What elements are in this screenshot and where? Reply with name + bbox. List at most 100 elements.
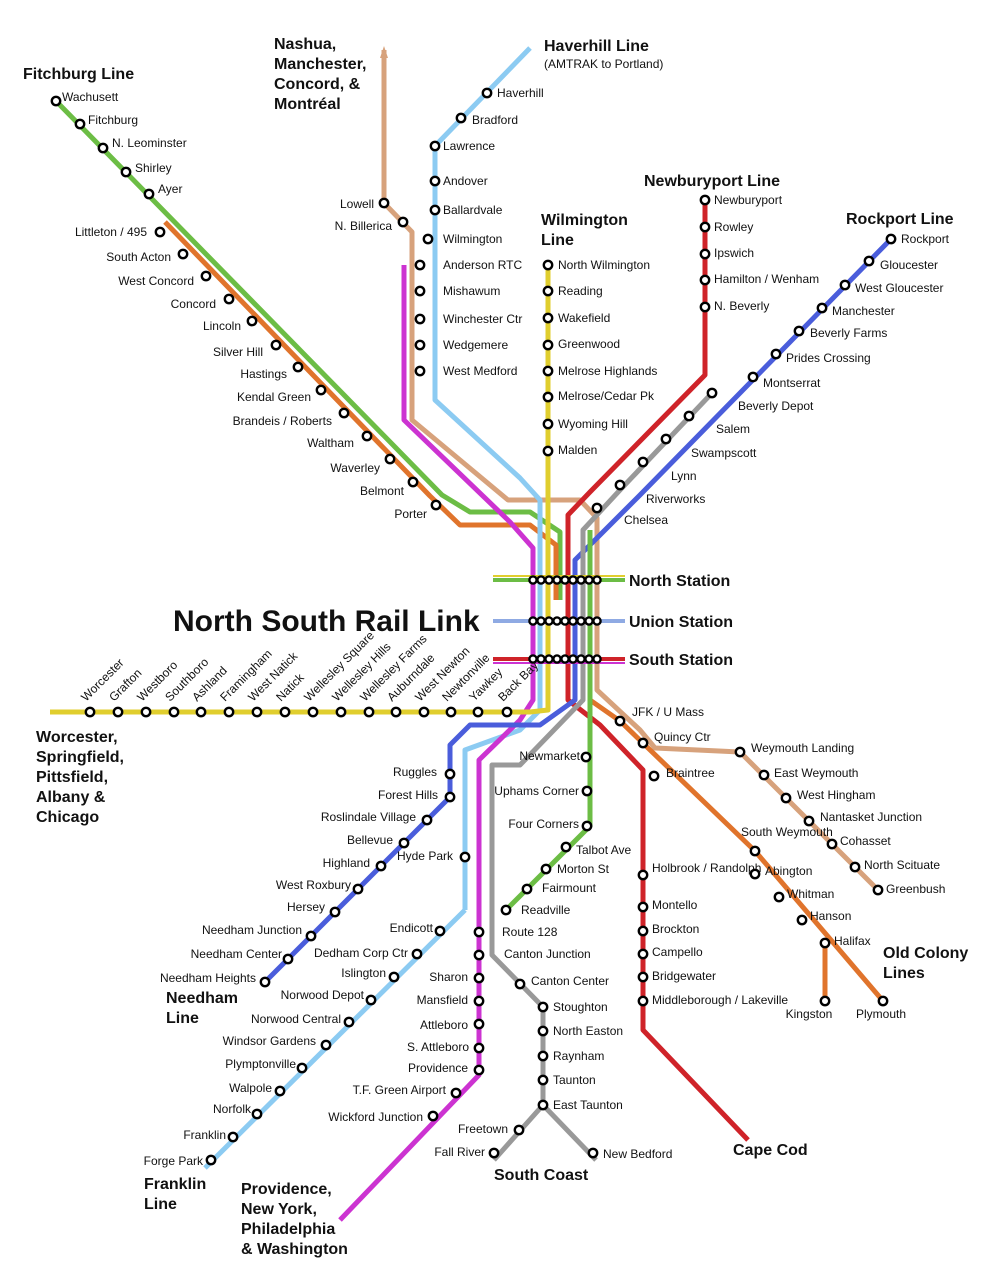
station-rowley[interactable] [699, 221, 711, 233]
station-west-natick[interactable] [251, 706, 263, 718]
station-silver-hill[interactable] [270, 339, 282, 351]
station-yawkey[interactable] [472, 706, 484, 718]
station-rockport[interactable] [885, 233, 897, 245]
south-station-platform-4[interactable] [560, 654, 570, 664]
station-melrose-cedar-pk[interactable] [542, 391, 554, 403]
station-ipswich[interactable] [699, 248, 711, 260]
union-station-platform-3[interactable] [552, 616, 562, 626]
old-colony-line-track[interactable] [588, 697, 885, 1003]
station-talbot-ave[interactable] [560, 841, 572, 853]
station-west-roxbury[interactable] [352, 883, 364, 895]
station-west-newton[interactable] [418, 706, 430, 718]
station-sharon[interactable] [473, 972, 485, 984]
station-chelsea[interactable] [591, 502, 603, 514]
station-mansfield[interactable] [473, 995, 485, 1007]
station-north-scituate[interactable] [849, 861, 861, 873]
station-bridgewater[interactable] [637, 971, 649, 983]
station-franklin[interactable] [227, 1131, 239, 1143]
station-t-f-green-airport[interactable] [450, 1087, 462, 1099]
station-norwood-depot[interactable] [365, 994, 377, 1006]
station-n-beverly[interactable] [699, 301, 711, 313]
station-ashland[interactable] [195, 706, 207, 718]
station-bradford[interactable] [455, 112, 467, 124]
station-beverly-farms[interactable] [793, 325, 805, 337]
station-readville[interactable] [500, 904, 512, 916]
station-hamilton-wenham[interactable] [699, 274, 711, 286]
station-swampscott[interactable] [660, 433, 672, 445]
north-station-platform-2[interactable] [544, 575, 554, 585]
station-hanson[interactable] [796, 914, 808, 926]
station-weymouth-landing[interactable] [734, 746, 746, 758]
station-nantasket-junction[interactable] [803, 815, 815, 827]
station-wellesley-square[interactable] [307, 706, 319, 718]
station-reading[interactable] [542, 285, 554, 297]
station-gloucester[interactable] [863, 255, 875, 267]
station-waverley[interactable] [384, 453, 396, 465]
north-station-platform-4[interactable] [560, 575, 570, 585]
station-west-gloucester[interactable] [839, 279, 851, 291]
station-plymptonville[interactable] [296, 1062, 308, 1074]
station-anderson-rtc[interactable] [414, 259, 426, 271]
station-wellesley-hills[interactable] [335, 706, 347, 718]
station-canton-center[interactable] [514, 978, 526, 990]
station-wakefield[interactable] [542, 312, 554, 324]
station-grafton[interactable] [112, 706, 124, 718]
framingham-parallel-track[interactable] [163, 220, 559, 600]
station-littleton-495[interactable] [154, 226, 166, 238]
station-lynn[interactable] [637, 456, 649, 468]
station-abington[interactable] [749, 868, 761, 880]
station-roslindale-village[interactable] [421, 814, 433, 826]
station-quincy-ctr[interactable] [637, 737, 649, 749]
union-station-platform-5[interactable] [568, 616, 578, 626]
station-concord[interactable] [223, 293, 235, 305]
union-station-platform-8[interactable] [592, 616, 602, 626]
station-salem[interactable] [683, 410, 695, 422]
station-campello[interactable] [637, 948, 649, 960]
station-west-hingham[interactable] [780, 792, 792, 804]
haverhill-line-track[interactable] [432, 46, 543, 910]
union-station-platform-2[interactable] [544, 616, 554, 626]
north-station-platform-8[interactable] [592, 575, 602, 585]
station-cohasset[interactable] [826, 838, 838, 850]
station-newburyport[interactable] [699, 194, 711, 206]
station-norfolk[interactable] [251, 1108, 263, 1120]
station-wyoming-hill[interactable] [542, 418, 554, 430]
station-north-wilmington[interactable] [542, 259, 554, 271]
station-lawrence[interactable] [429, 140, 441, 152]
station-raynham[interactable] [537, 1050, 549, 1062]
station-stoughton[interactable] [537, 1001, 549, 1013]
station-wilmington[interactable] [422, 233, 434, 245]
station-bellevue[interactable] [398, 837, 410, 849]
station-middleborough-lakeville[interactable] [637, 995, 649, 1007]
station-needham-junction[interactable] [305, 930, 317, 942]
station-north-easton[interactable] [537, 1025, 549, 1037]
station-route-128[interactable] [473, 926, 485, 938]
station-newmarket[interactable] [580, 751, 592, 763]
station-andover[interactable] [429, 175, 441, 187]
station-waltham[interactable] [361, 430, 373, 442]
station-haverhill[interactable] [481, 87, 493, 99]
station-hastings[interactable] [292, 361, 304, 373]
station-winchester-ctr[interactable] [414, 313, 426, 325]
station-framingham[interactable] [223, 706, 235, 718]
station-walpole[interactable] [274, 1085, 286, 1097]
station-riverworks[interactable] [614, 479, 626, 491]
station-mishawum[interactable] [414, 285, 426, 297]
station-uphams-corner[interactable] [581, 785, 593, 797]
station-ruggles[interactable] [444, 768, 456, 780]
station-dedham-corp-ctr[interactable] [411, 948, 423, 960]
north-station-platform-3[interactable] [552, 575, 562, 585]
station-wellesley-farms[interactable] [363, 706, 375, 718]
south-station-platform-5[interactable] [568, 654, 578, 664]
station-belmont[interactable] [407, 476, 419, 488]
station-prides-crossing[interactable] [770, 348, 782, 360]
station-worcester[interactable] [84, 706, 96, 718]
north-station-platform-7[interactable] [584, 575, 594, 585]
station-brandeis-roberts[interactable] [338, 407, 350, 419]
station-plymouth[interactable] [877, 995, 889, 1007]
union-station-platform-6[interactable] [576, 616, 586, 626]
station-fairmount[interactable] [521, 883, 533, 895]
station-attleboro[interactable] [473, 1018, 485, 1030]
south-station-platform-6[interactable] [576, 654, 586, 664]
station-halifax[interactable] [819, 937, 831, 949]
